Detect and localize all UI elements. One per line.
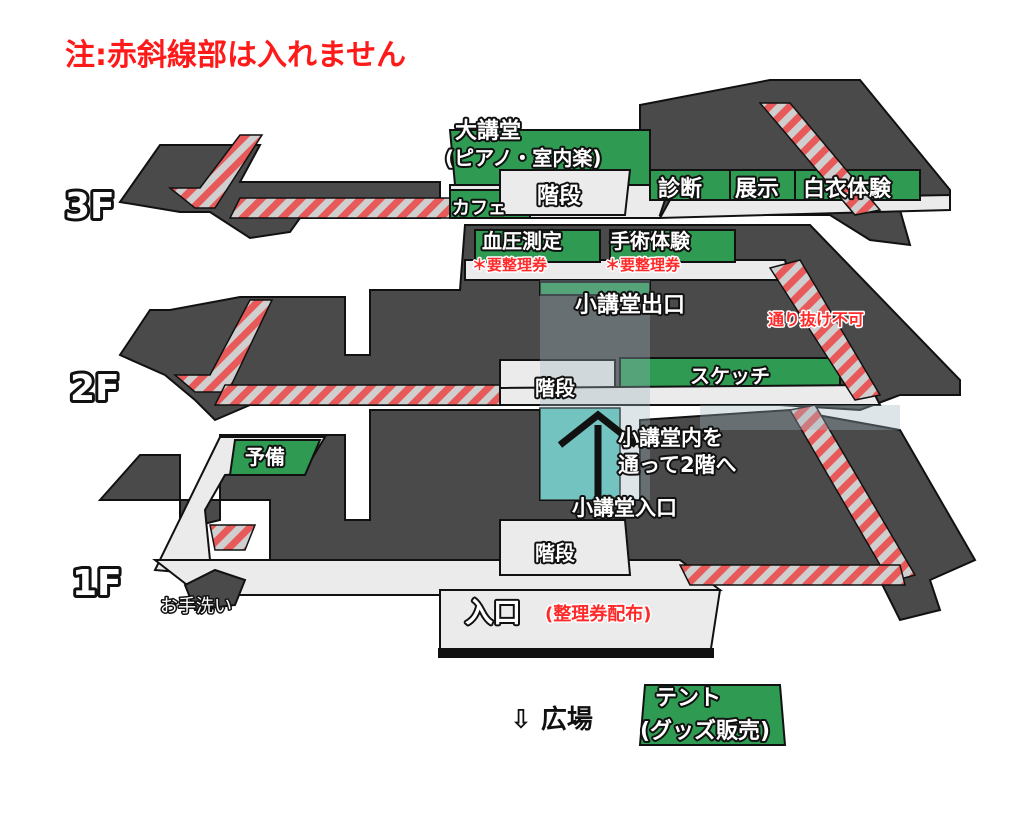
1f-route-label-1: 小講堂内を [618,426,723,450]
3f-stairs [499,169,632,216]
plaza-label: ⇩ 広場 [510,704,593,735]
floor-3f [118,79,951,247]
2f-ketsuatsu [474,229,601,263]
tent [638,684,787,746]
3f-hall-big-label: 大講堂 [455,118,521,144]
1f-entrance-label: 入口 [465,596,521,629]
3f-stairs-label: 階段 [537,183,581,209]
1f-yobi-label: 予備 [245,445,285,469]
1f-no-entry-right [788,404,917,583]
3f-no-entry-right [758,102,882,216]
2f-hall-small-top [539,281,651,296]
floor-label-3f: 3F [65,186,115,227]
3f-no-entry-left-corridor [228,197,451,219]
3f-hakui-label: 白衣体験 [803,176,892,202]
floor-2f [118,224,961,422]
floor-label-2f: 2F [70,368,120,409]
1f-washroom-label: お手洗い [160,596,232,617]
2f-stairs-label: 階段 [535,376,575,400]
floor-1f [97,404,977,658]
2f-shujutsu-note: ＊要整理券 [605,256,681,274]
2f-sketch-label: スケッチ [690,364,770,388]
3f-left-wing [118,144,441,240]
3f-tenji-label: 展示 [735,177,779,202]
map-title: 注:赤斜線部は入れません [65,38,406,73]
2f-hall-small-exit-label: 小講堂出口 [575,292,685,318]
3f-right-wing [639,79,951,247]
2f-no-pass-label: 通り抜け不可 [768,310,864,329]
small-lecture-hall-shaft [540,280,650,500]
1f-yobi [228,439,322,476]
2f-shujutsu [609,229,736,263]
overlay-right-shaft [700,405,900,430]
2f-no-entry-left [172,299,274,393]
3f-cafe-label: カフェ [452,198,506,219]
1f-no-entry-bottom [678,564,906,586]
1f-hall-small-entrance-label: 小講堂入口 [572,496,677,520]
1f-route-label-2: 通って2階へ [618,453,737,477]
route-arrow [557,410,639,505]
1f-entrance-door [438,648,714,658]
3f-hall-big-sub-label: (ピアノ・室内楽) [445,146,601,170]
floor-label-1f: 1F [72,563,122,604]
3f-shindan-label: 診断 [658,176,702,202]
1f-no-entry-left [209,524,257,551]
1f-stairs-label: 階段 [535,541,575,565]
2f-shujutsu-label: 手術体験 [610,229,691,253]
2f-main-corridor [499,383,882,406]
tent-label-2: (グッズ販売) [640,718,770,744]
1f-stairs [499,519,632,576]
1f-entrance-note: (整理券配布) [545,603,651,625]
1f-washroom [183,568,247,612]
2f-ketsuatsu-label: 血圧測定 [482,229,562,253]
2f-no-entry-corridor [213,384,501,406]
2f-no-entry-right [768,259,882,401]
2f-ketsuatsu-note: ＊要整理券 [472,256,548,274]
3f-no-entry-left [167,134,264,209]
tent-label-1: テント [655,686,721,711]
